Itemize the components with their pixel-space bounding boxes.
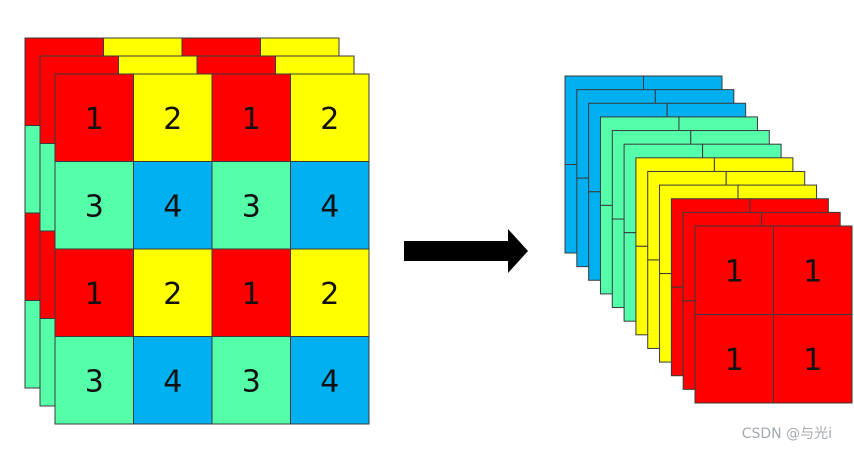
grid-cell-label: 1 bbox=[85, 277, 104, 312]
grid-cell bbox=[290, 336, 370, 425]
channel-cell-label: 1 bbox=[803, 343, 822, 378]
channel-cell bbox=[773, 314, 853, 404]
grid-cell bbox=[211, 161, 291, 250]
grid-cell bbox=[133, 161, 213, 250]
grid-cell-label: 2 bbox=[163, 102, 182, 137]
grid-cell-label: 3 bbox=[85, 364, 104, 399]
grid-cell bbox=[290, 73, 370, 162]
channel-cell-label: 1 bbox=[725, 343, 744, 378]
output-channel-stack: 1 1 1 1 bbox=[564, 75, 853, 404]
grid-cell bbox=[211, 336, 291, 425]
channel-cell bbox=[773, 225, 853, 315]
channel-cell-label: 1 bbox=[725, 254, 744, 289]
grid-cell-label: 4 bbox=[163, 189, 182, 224]
grid-cell bbox=[54, 336, 134, 425]
grid-cell-label: 4 bbox=[163, 364, 182, 399]
grid-cell bbox=[133, 336, 213, 425]
grid-cell bbox=[290, 161, 370, 250]
right-arrow-icon bbox=[404, 229, 528, 273]
channel-cell-label: 1 bbox=[803, 254, 822, 289]
grid-cell bbox=[211, 248, 291, 337]
input-grid-front-layer: 1 2 1 2 3 4 3 4 1 2 1 2 3 4 3 4 bbox=[54, 73, 370, 425]
grid-cell-label: 1 bbox=[85, 102, 104, 137]
grid-cell-label: 2 bbox=[320, 277, 339, 312]
grid-cell bbox=[211, 73, 291, 162]
watermark: CSDN @与光i bbox=[741, 426, 832, 442]
grid-cell bbox=[290, 248, 370, 337]
input-grid-stack: 1 2 1 2 3 4 3 4 1 2 1 2 3 4 3 4 bbox=[24, 37, 370, 425]
grid-cell-label: 1 bbox=[242, 102, 261, 137]
grid-cell-label: 3 bbox=[85, 189, 104, 224]
grid-cell-label: 4 bbox=[320, 189, 339, 224]
grid-cell-label: 2 bbox=[163, 277, 182, 312]
grid-cell-label: 2 bbox=[320, 102, 339, 137]
grid-cell-label: 3 bbox=[242, 364, 261, 399]
grid-cell-label: 1 bbox=[242, 277, 261, 312]
grid-cell bbox=[133, 248, 213, 337]
arrow-shape bbox=[404, 229, 528, 273]
channel-cell bbox=[694, 314, 774, 404]
grid-cell-label: 4 bbox=[320, 364, 339, 399]
output-front-layer: 1 1 1 1 bbox=[694, 225, 853, 404]
grid-cell bbox=[54, 161, 134, 250]
grid-cell-label: 3 bbox=[242, 189, 261, 224]
